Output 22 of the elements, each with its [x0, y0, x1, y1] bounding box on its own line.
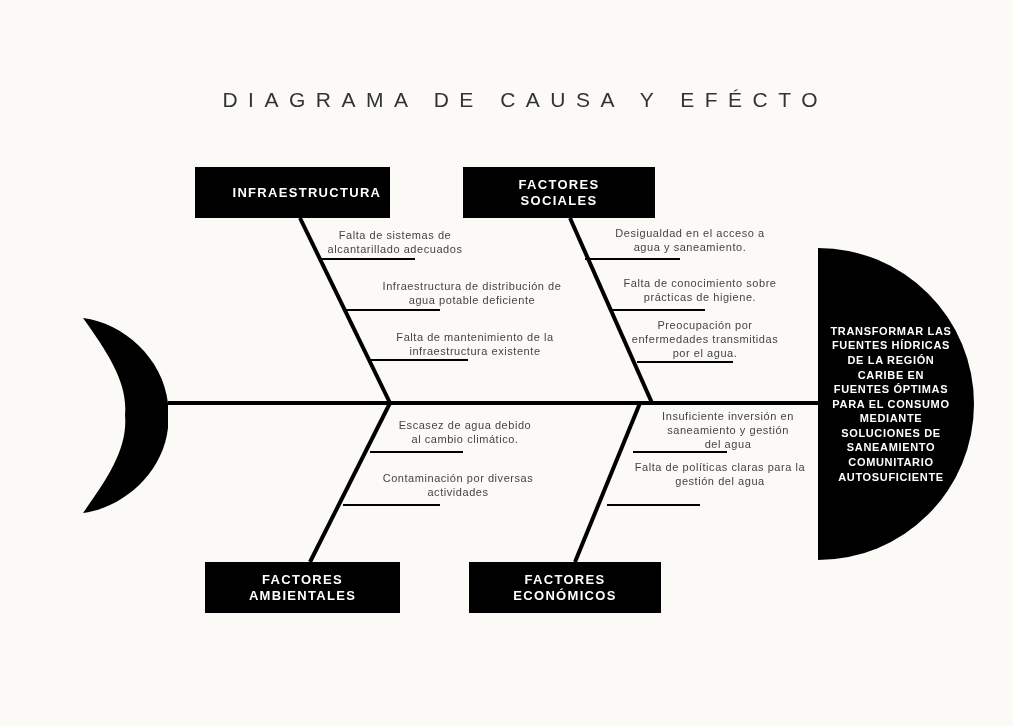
category-box: INFRAESTRUCTURA [195, 167, 390, 218]
spine-line [168, 401, 818, 405]
effect-text: TRANSFORMAR LAS FUENTES HÍDRICAS DE LA REGIÓN CARIBE EN FUENTES ÓPTIMAS PARA EL CONSUMO MEDIANTE SOLUCIONES DE SANEAMIENTO COMUNITARIO AUTOSUFICIENTE [829, 323, 953, 485]
category-box: FACTORES SOCIALES [463, 167, 655, 218]
cause-text: Desigualdad en el acceso a agua y saneamiento. [614, 226, 766, 254]
cause-text: Contaminación por diversas actividades [381, 471, 535, 499]
category-box: FACTORES AMBIENTALES [205, 562, 400, 613]
title: DIAGRAMA DE CAUSA Y EFÉCTO [221, 87, 830, 113]
bone-line [573, 402, 642, 563]
bone-line [298, 217, 392, 404]
cause-text: Preocupación por enfermedades transmitidas por el agua. [630, 318, 780, 360]
cause-text: Falta de políticas claras para la gestión del agua [633, 460, 807, 488]
tail-fin [83, 318, 168, 513]
cause-text: Falta de conocimiento sobre prácticas de higiene. [622, 276, 778, 304]
bone-line [568, 217, 654, 404]
cause-text: Insuficiente inversión en saneamiento y gestión del agua [661, 409, 795, 451]
cause-text: Falta de mantenimiento de la infraestructura existente [395, 330, 555, 358]
cause-text: Infraestructura de distribución de agua potable deficiente [381, 279, 563, 307]
cause-text: Escasez de agua debido al cambio climático. [397, 418, 533, 446]
category-box: FACTORES ECONÓMICOS [469, 562, 661, 613]
cause-text: Falta de sistemas de alcantarillado adecuados [326, 228, 464, 256]
bone-line [308, 402, 392, 563]
